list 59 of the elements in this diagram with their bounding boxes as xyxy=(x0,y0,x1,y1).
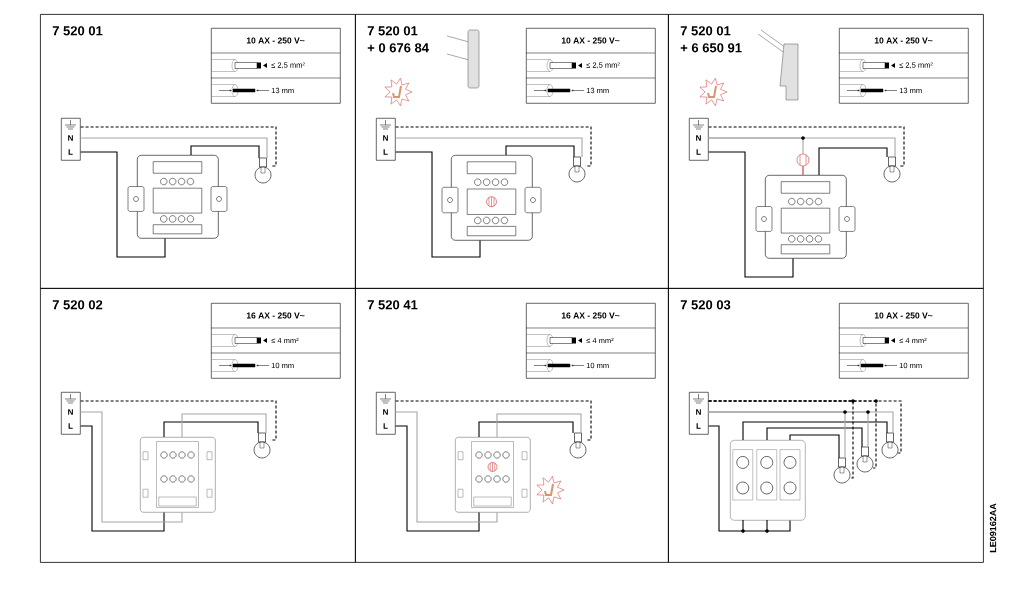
wire xyxy=(163,421,259,438)
product-code: 7 520 02 xyxy=(52,300,103,310)
terminal-block: N L xyxy=(376,392,396,435)
wire xyxy=(395,411,498,523)
terminal-block: N L xyxy=(61,118,81,161)
wire xyxy=(708,411,894,434)
switch-drawing xyxy=(127,155,228,239)
lamp-drawing xyxy=(253,432,271,459)
product-code: 7 520 01 xyxy=(52,26,103,36)
terminal-block: N L xyxy=(689,392,709,435)
wire xyxy=(80,126,277,167)
lamp-drawing xyxy=(881,432,899,459)
wire xyxy=(708,126,905,167)
lamp-drawing xyxy=(254,157,272,184)
wire xyxy=(708,137,804,155)
wire xyxy=(505,145,575,158)
wire xyxy=(496,413,582,438)
wire xyxy=(818,147,888,176)
wire xyxy=(708,400,902,454)
lamp-drawing xyxy=(883,156,901,183)
lamp-drawing xyxy=(833,457,851,484)
wire xyxy=(80,151,166,258)
wire xyxy=(742,421,888,441)
terminal-block: N L xyxy=(376,118,396,161)
product-code: 7 520 01 xyxy=(367,26,418,36)
lamp-drawing xyxy=(569,432,587,459)
wire xyxy=(789,434,840,459)
wire xyxy=(395,425,480,532)
terminal-block: N L xyxy=(689,118,709,161)
wire xyxy=(708,151,794,278)
wire xyxy=(708,425,791,532)
wire xyxy=(80,400,277,441)
wire xyxy=(395,400,592,441)
switch-drawing xyxy=(755,175,856,259)
wire xyxy=(80,137,268,159)
wire xyxy=(395,137,583,158)
product-code: 7 520 03 xyxy=(680,300,731,310)
switch-drawing xyxy=(441,155,542,241)
terminal-block: N L xyxy=(61,392,81,435)
drawing-code: LE09162AA xyxy=(989,503,997,553)
switch-drawing xyxy=(730,440,806,521)
switch-drawing xyxy=(140,437,216,513)
wire xyxy=(80,425,165,532)
lamp-drawing xyxy=(568,156,586,183)
lamp-drawing xyxy=(856,446,874,473)
wire xyxy=(395,151,481,258)
product-code: 7 520 01 xyxy=(680,26,731,36)
switch-drawing xyxy=(455,437,531,513)
product-code: 7 520 41 xyxy=(367,300,418,310)
product-code: + 6 650 91 xyxy=(680,43,742,53)
wire xyxy=(478,421,574,438)
wire xyxy=(766,427,863,448)
wire xyxy=(181,413,267,438)
wire xyxy=(190,145,260,159)
wire xyxy=(395,126,592,167)
wire xyxy=(802,165,804,176)
indicator-lamp xyxy=(796,153,810,167)
product-code: + 0 676 84 xyxy=(367,43,429,53)
wire xyxy=(80,411,183,523)
